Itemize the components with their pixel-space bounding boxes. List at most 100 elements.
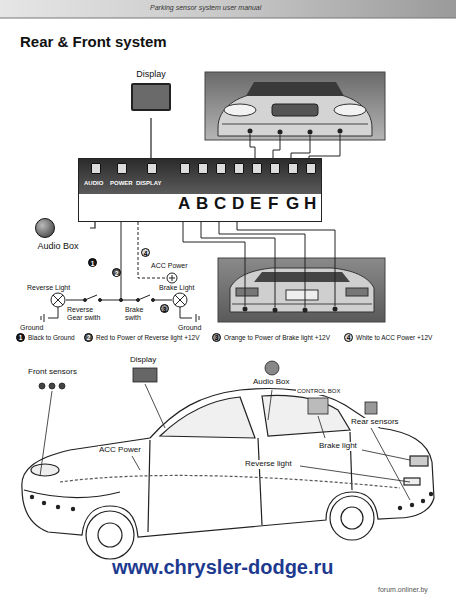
sensor-port-letter: C: [214, 195, 226, 214]
front-car-photo-part-part: [308, 130, 313, 135]
callout-number: 2: [112, 268, 121, 277]
rear-car-photo-part-part: [303, 308, 308, 313]
callout-number: 4: [141, 248, 150, 257]
node-label: Audio Box: [37, 242, 78, 252]
car-illustration-part: [160, 397, 255, 438]
part-label: Ground: [178, 324, 201, 332]
power-wiring-part: [175, 295, 185, 305]
car-illustration: [22, 389, 434, 559]
callout-icons-part: [39, 383, 45, 389]
screen-icon: [131, 83, 171, 111]
front-car-photo-part-part: [278, 130, 283, 135]
socket: [117, 163, 127, 174]
power-wiring-part: [121, 300, 138, 301]
part-label: Ground: [20, 324, 43, 332]
power-wiring-part: [137, 299, 140, 302]
page-title: Rear & Front system: [20, 34, 167, 51]
socket: [180, 163, 190, 174]
part-label: CONTROL BOX: [296, 388, 341, 395]
part-label: ACC Power: [150, 262, 189, 270]
power-wiring-part: [173, 293, 187, 307]
rear-car-photo-part: [243, 307, 338, 313]
car-illustration-part: [330, 496, 374, 540]
car-illustration-part: [31, 464, 59, 476]
front-car-photo-part: [222, 124, 368, 125]
port-label: POWER: [110, 180, 133, 187]
car-illustration-part-part: [421, 499, 425, 503]
rear-car-photo-part: [230, 268, 374, 312]
socket: [306, 163, 316, 174]
front-car-photo: [205, 72, 385, 140]
rear-car-photo-part-part: [273, 308, 278, 313]
power-wiring-part: [153, 300, 172, 301]
car-illustration-part: [262, 396, 350, 436]
callout-number: 1: [88, 258, 97, 267]
part-label: Brake light: [318, 442, 358, 451]
control-box: AUDIOPOWERDISPLAYABCDEFGH: [78, 158, 322, 222]
header-band-part: [0, 18, 456, 19]
part-label: Reverse Light: [26, 284, 71, 292]
socket: [288, 163, 298, 174]
part-label: Reverse light: [244, 460, 293, 469]
sensor-wires-part: [219, 222, 305, 307]
car-illustration-part-part: [398, 506, 402, 510]
rear-car-photo-part: [232, 304, 372, 305]
car-illustration-part: [148, 440, 150, 532]
socket: [216, 163, 226, 174]
car-illustration-part-part: [71, 507, 75, 511]
callout-icons-part: [268, 390, 272, 420]
power-wiring-part: [100, 300, 121, 301]
part-label: Reverse Gear swith: [66, 306, 108, 321]
callout-icons-part: [362, 450, 410, 460]
part-label: ACC Power: [98, 446, 142, 455]
front-car-photo-part-part: [338, 129, 343, 134]
rear-car-photo-part-part: [333, 307, 338, 312]
callout-number: 4: [344, 333, 353, 342]
rear-car-photo-part: [236, 288, 258, 296]
node-label: Display: [136, 70, 166, 80]
port-label: DISPLAY: [136, 180, 161, 187]
legend-text: Black to Ground: [28, 333, 75, 342]
rear-car-photo-part: [218, 258, 385, 322]
socket: [252, 163, 262, 174]
socket: [91, 163, 101, 174]
header-band: [0, 0, 456, 18]
car-illustration-part: [30, 492, 433, 511]
front-car-photo-part: [218, 92, 372, 136]
car-illustration-part: [86, 511, 134, 559]
front-car-photo-part: [248, 129, 343, 135]
callout-icons-part: [300, 466, 410, 482]
power-wiring-part: [51, 293, 65, 307]
callout-number: 2: [84, 333, 93, 342]
part-label: Brake swith: [124, 306, 154, 321]
callout-icons-part: [145, 384, 165, 428]
socket: [270, 163, 280, 174]
header-band-part: [0, 0, 456, 18]
sensor-wires-part: [201, 222, 275, 307]
sensor-wires-part: [250, 134, 255, 158]
watermark: www.chrysler-dodge.ru: [112, 556, 334, 578]
power-wiring-part: [199, 316, 200, 320]
front-car-photo-part: [205, 72, 385, 140]
callout-icons: [39, 361, 410, 500]
audio-box: Audio Box: [26, 218, 90, 256]
power-wiring-part: [167, 273, 177, 283]
power-wiring-part: [196, 314, 197, 322]
power-wiring-part: [119, 298, 122, 301]
car-illustration-part-part: [42, 501, 46, 505]
rear-car-photo-part: [346, 288, 368, 296]
power-wiring-part: [66, 300, 85, 301]
callout-icons-part: [49, 383, 55, 389]
rear-car-photo-part-part: [243, 307, 248, 312]
power-wiring-part: [180, 307, 192, 318]
rear-car-photo-part: [254, 272, 350, 282]
front-car-photo-part: [224, 104, 256, 116]
power-wiring-part: [53, 295, 63, 305]
sensor-port-letter: H: [304, 195, 316, 214]
car-illustration-part-part: [410, 503, 414, 507]
callout-icons-part: [265, 361, 279, 375]
car-illustration-part: [60, 475, 400, 488]
